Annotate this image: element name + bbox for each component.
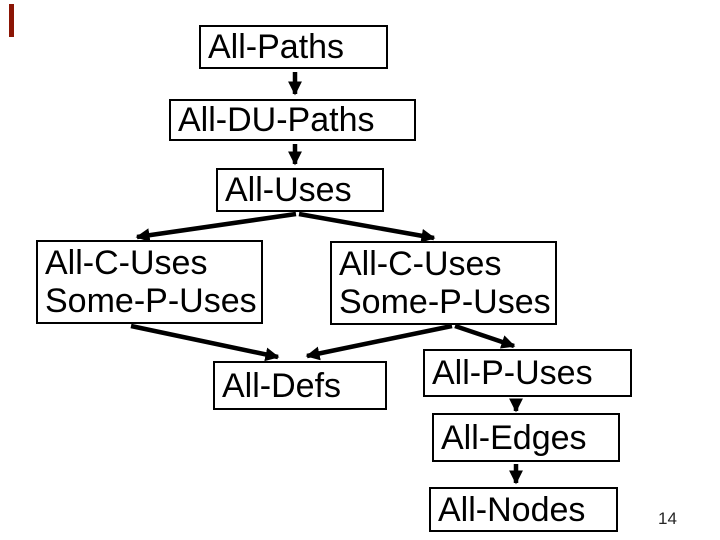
node-all-defs-label: All-Defs bbox=[222, 366, 342, 405]
node-right-combo-line2: Some-P-Uses bbox=[339, 283, 551, 321]
arrow-right-combo-to-all-p-uses bbox=[454, 323, 516, 349]
node-all-uses-label: All-Uses bbox=[225, 171, 352, 209]
node-all-c-uses-some-p-uses-left: All-C-Uses Some-P-Uses bbox=[36, 240, 263, 324]
node-all-defs: All-Defs bbox=[213, 361, 387, 410]
node-all-nodes: All-Nodes bbox=[429, 487, 618, 532]
arrow-all-uses-to-left-combo bbox=[135, 211, 297, 243]
node-all-paths: All-Paths bbox=[199, 25, 388, 69]
slide-accent-bar bbox=[9, 4, 14, 37]
node-all-nodes-label: All-Nodes bbox=[438, 490, 586, 529]
node-all-edges: All-Edges bbox=[432, 413, 620, 462]
node-right-combo-line1: All-C-Uses bbox=[339, 245, 502, 283]
node-all-edges-label: All-Edges bbox=[441, 418, 587, 457]
node-all-p-uses: All-P-Uses bbox=[423, 349, 632, 397]
node-all-uses: All-Uses bbox=[216, 168, 384, 212]
node-all-c-uses-some-p-uses-right: All-C-Uses Some-P-Uses bbox=[330, 241, 557, 325]
arrow-right-combo-to-all-defs bbox=[305, 323, 453, 361]
node-left-combo-line1: All-C-Uses bbox=[45, 244, 208, 282]
node-left-combo-line2: Some-P-Uses bbox=[45, 282, 257, 320]
slide-page-number: 14 bbox=[658, 509, 677, 528]
node-all-p-uses-label: All-P-Uses bbox=[432, 354, 593, 392]
node-all-du-paths-label: All-DU-Paths bbox=[178, 101, 375, 139]
node-all-du-paths: All-DU-Paths bbox=[169, 99, 416, 141]
arrow-left-combo-to-all-defs bbox=[130, 323, 280, 362]
arrow-all-uses-to-right-combo bbox=[298, 211, 436, 243]
node-all-paths-label: All-Paths bbox=[208, 28, 345, 66]
